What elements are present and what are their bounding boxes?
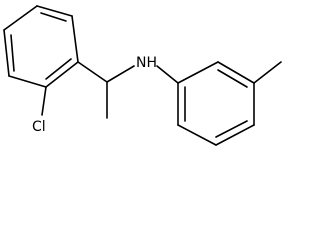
tolyl-ring: [177, 61, 255, 146]
ring-bond: [36, 5, 73, 17]
ring-bond: [177, 61, 219, 84]
chlorophenyl-ring: [3, 5, 79, 88]
ring-bond: [71, 15, 79, 63]
amine-label: NH: [136, 55, 157, 71]
ring-bond: [3, 5, 38, 31]
structure-diagram: Cl NH: [3, 5, 282, 146]
ring-bond: [177, 124, 217, 146]
ring-bond: [8, 75, 47, 88]
ring-double-bond: [10, 34, 15, 72]
ring-bond: [45, 61, 79, 88]
ring-bond: [3, 29, 10, 77]
nh-to-ring-bond: [156, 65, 179, 84]
ch-to-nh-bond: [106, 65, 135, 83]
ring-bond: [215, 124, 255, 146]
ring-double-bond: [217, 69, 248, 88]
ring-double-bond: [40, 12, 67, 22]
ring-double-bond: [45, 58, 72, 80]
ring-to-ch-bond: [77, 61, 108, 83]
aryl-methyl-bond: [253, 61, 282, 84]
ring-double-bond: [215, 120, 248, 138]
chlorine-bond: [41, 86, 47, 116]
chlorine-label: Cl: [32, 119, 46, 135]
ring-bond: [217, 61, 255, 84]
